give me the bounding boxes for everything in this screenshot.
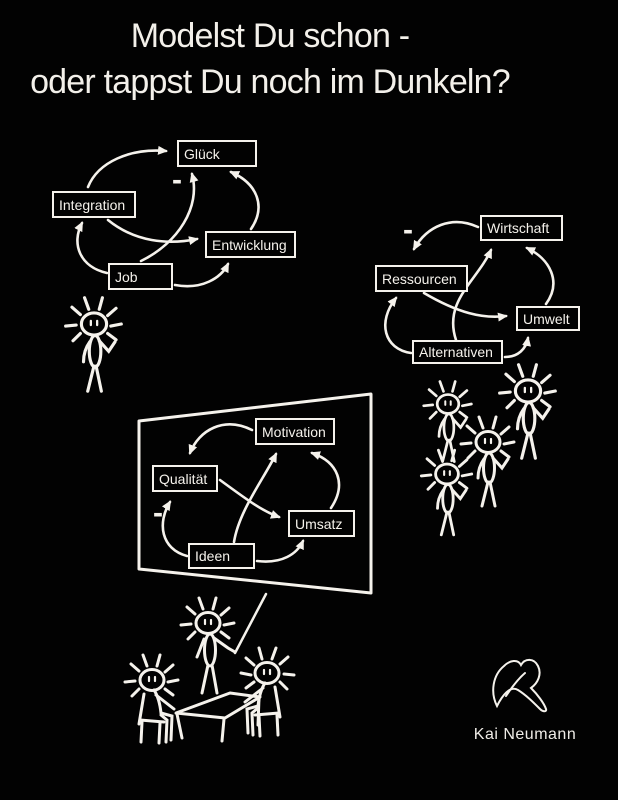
node-job: Job — [108, 263, 173, 290]
negative-sign-motivation: - — [153, 496, 163, 530]
negative-sign-wirtschaft: - — [403, 213, 413, 247]
whiteboard-frame — [137, 392, 373, 595]
node-glueck: Glück — [177, 140, 257, 167]
node-umwelt: Umwelt — [516, 306, 580, 331]
presenter-figure — [179, 596, 237, 695]
node-ressourcen: Ressourcen — [375, 265, 468, 292]
node-motivation: Motivation — [255, 418, 335, 445]
poster-title: Modelst Du schon - oder tappst Du noch i… — [0, 13, 540, 105]
arrows-motivation-model — [161, 423, 341, 563]
meeting-table — [174, 691, 262, 743]
node-umsatz: Umsatz — [288, 510, 355, 537]
title-line-1: Modelst Du schon - — [130, 17, 410, 55]
node-wirtschaft: Wirtschaft — [480, 215, 563, 241]
node-ideen: Ideen — [188, 543, 255, 569]
pointer-stick — [233, 592, 268, 655]
node-alternativen: Alternativen — [412, 340, 503, 364]
arrows-wirtschaft-model — [383, 220, 555, 359]
glowing-stick-figure-left — [64, 296, 123, 393]
negative-sign-glueck: - — [172, 163, 182, 197]
arrows-glueck-model — [74, 145, 260, 288]
node-qualitaet: Qualität — [152, 465, 218, 492]
node-integration: Integration — [52, 191, 136, 218]
title-line-2: oder tappst Du noch im Dunkeln? — [30, 63, 511, 101]
seated-figure-right — [239, 646, 296, 738]
node-entwicklung: Entwicklung — [205, 231, 296, 258]
seated-figure-left — [123, 653, 180, 745]
squiggle-logo-icon — [492, 658, 548, 713]
glowing-stick-figure-group-right — [419, 363, 557, 537]
signature-name: Kai Neumann — [473, 726, 577, 743]
